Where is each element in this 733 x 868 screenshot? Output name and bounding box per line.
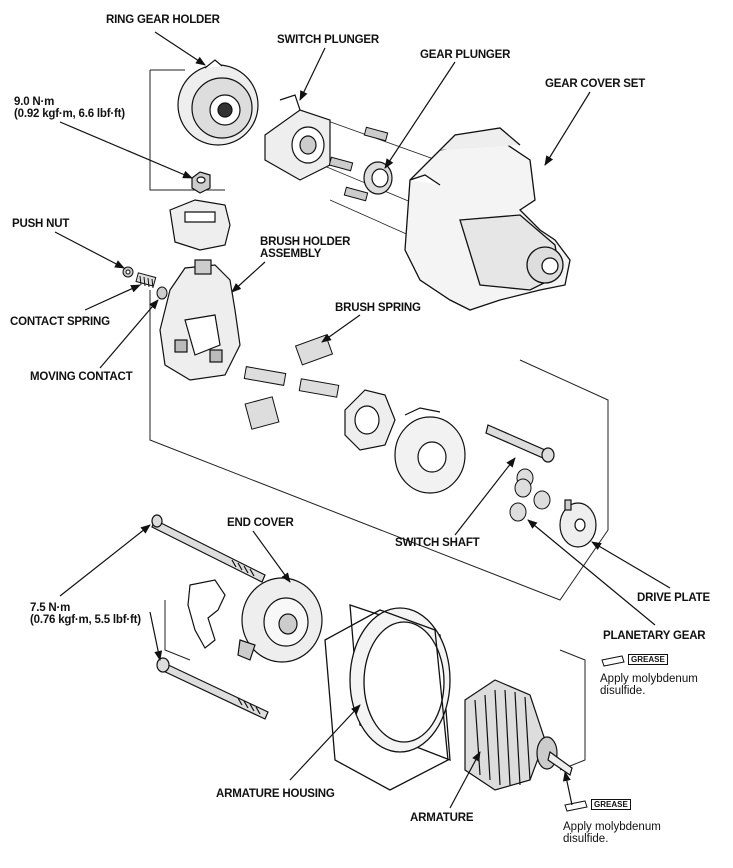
grease-icon-1 xyxy=(601,655,625,667)
label-torque-75-line1: 7.5 N·m xyxy=(30,602,71,614)
armature-part xyxy=(464,679,573,791)
label-gear-plunger: GEAR PLUNGER xyxy=(420,49,511,61)
leader-contact-spring xyxy=(84,284,141,311)
grease-note-2-line2: disulfide. xyxy=(563,833,609,845)
label-end-cover: END COVER xyxy=(227,517,294,529)
label-switch-shaft: SWITCH SHAFT xyxy=(395,537,480,549)
leader-gear-cover-set xyxy=(544,91,591,166)
label-brush-holder-line2: ASSEMBLY xyxy=(260,248,322,260)
label-torque-75-line2: (0.76 kgf·m, 5.5 lbf·ft) xyxy=(30,614,141,626)
internal-gear xyxy=(394,407,466,494)
label-contact-spring: CONTACT SPRING xyxy=(10,316,110,328)
label-gear-cover-set: GEAR COVER SET xyxy=(545,78,646,90)
label-armature-housing: ARMATURE HOUSING xyxy=(216,788,335,800)
leader-torque-75 xyxy=(59,524,151,597)
leader-planetary-gear xyxy=(527,519,656,626)
leader-brush-holder xyxy=(231,261,266,293)
plunger-springs xyxy=(328,126,389,202)
label-moving-contact: MOVING CONTACT xyxy=(30,371,133,383)
leader-armature-housing xyxy=(289,704,361,781)
leader-torque-75b xyxy=(149,611,163,661)
leader-end-cover xyxy=(252,530,291,583)
lower-frame-right xyxy=(559,649,586,771)
leader-push-nut xyxy=(54,231,125,269)
end-cover-part xyxy=(241,577,323,663)
gear-plunger xyxy=(363,161,393,195)
grease-note-2-line1: Apply molybdenum xyxy=(563,821,661,833)
planetary-gears xyxy=(509,468,551,522)
label-brush-spring: BRUSH SPRING xyxy=(335,302,421,314)
lower-frame-line xyxy=(164,600,191,661)
leader-armature xyxy=(449,751,481,809)
mid-frame-line xyxy=(149,290,609,601)
leader-switch-plunger xyxy=(299,47,326,101)
leader-grease-2 xyxy=(562,771,573,806)
label-brush-holder-line1: BRUSH HOLDER xyxy=(260,236,351,248)
through-bolt-lower xyxy=(156,657,269,720)
label-torque-9-line2: (0.92 kgf·m, 6.6 lbf·ft) xyxy=(14,108,125,120)
push-nut-part xyxy=(122,266,134,278)
grease-icon-2 xyxy=(564,800,588,812)
leader-drive-plate xyxy=(591,541,671,589)
grease-tag-1: GREASE xyxy=(628,654,668,665)
leader-ring-gear-holder xyxy=(154,31,206,66)
ring-gear-holder xyxy=(177,59,259,146)
switch-shaft xyxy=(485,424,555,463)
moving-contact-part xyxy=(156,286,168,300)
brush-springs xyxy=(243,334,340,430)
armature-housing-part xyxy=(324,604,451,791)
leader-switch-shaft xyxy=(454,457,516,536)
grease-note-1-line1: Apply molybdenum xyxy=(600,673,698,685)
label-armature: ARMATURE xyxy=(410,812,474,824)
brush-holder-assembly xyxy=(159,259,241,381)
grease-note-1-line2: disulfide. xyxy=(600,685,646,697)
brush-plate xyxy=(344,389,396,451)
nut-9nm xyxy=(191,171,211,194)
through-bolt-upper xyxy=(151,514,266,583)
leader-moving-contact xyxy=(99,299,159,369)
drive-plate xyxy=(559,499,597,548)
leader-torque-9 xyxy=(59,121,193,179)
label-ring-gear-holder: RING GEAR HOLDER xyxy=(106,14,220,26)
label-switch-plunger: SWITCH PLUNGER xyxy=(277,34,379,46)
brush-insulator xyxy=(169,199,231,251)
label-planetary-gear: PLANETARY GEAR xyxy=(603,630,706,642)
label-drive-plate: DRIVE PLATE xyxy=(637,592,710,604)
gear-cover-set xyxy=(404,127,571,311)
switch-plunger xyxy=(264,94,331,181)
label-push-nut: PUSH NUT xyxy=(12,218,70,230)
contact-spring-part xyxy=(135,272,157,289)
grease-tag-2: GREASE xyxy=(591,799,631,810)
leader-brush-spring xyxy=(321,314,361,343)
label-torque-9-line1: 9.0 N·m xyxy=(14,96,55,108)
leader-gear-plunger xyxy=(384,61,456,169)
brush-lead-bracket xyxy=(187,579,256,661)
